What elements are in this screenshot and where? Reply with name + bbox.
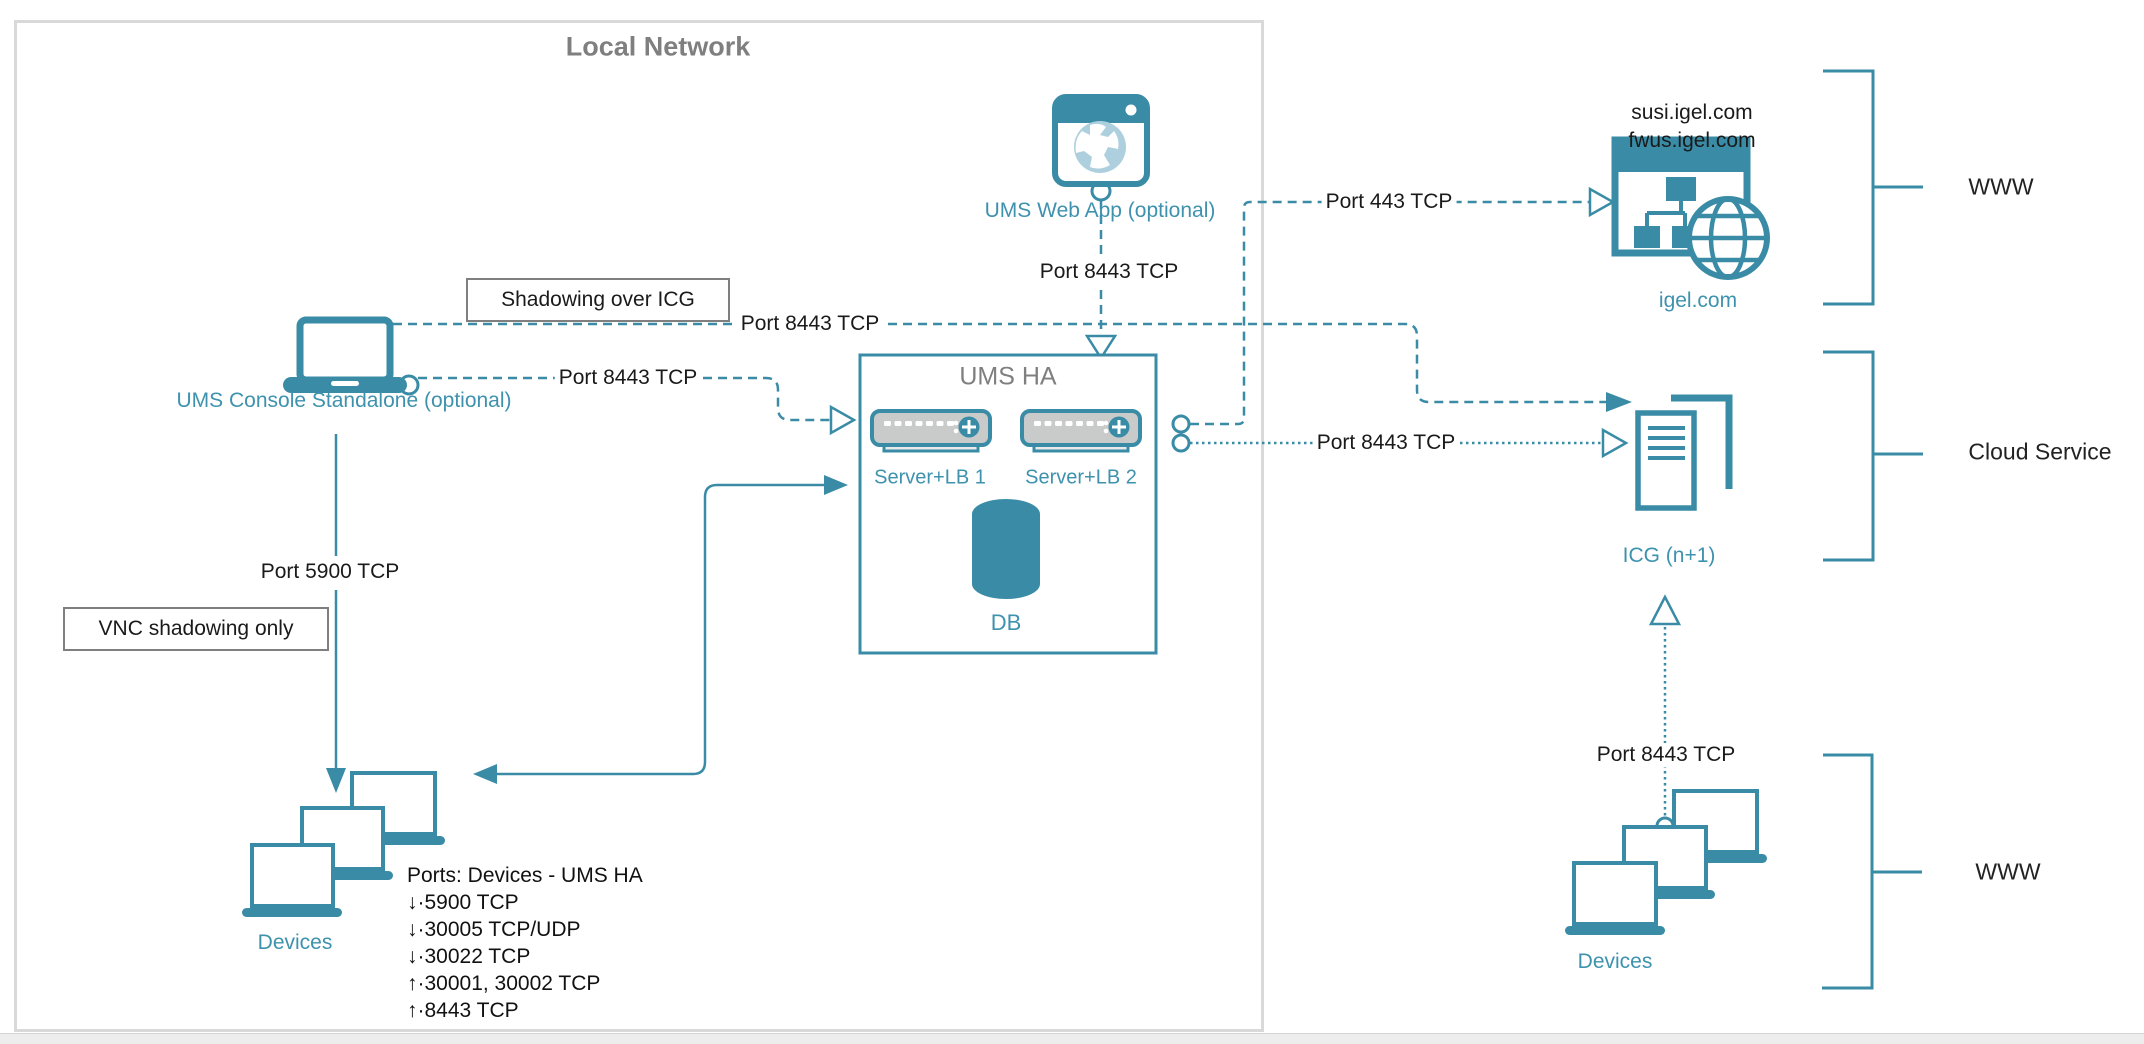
- arrow-filled-right-icg-icon: [1606, 392, 1632, 412]
- db-label: DB: [990, 610, 1022, 635]
- ports-list-item: ↓·30005 TCP/UDP: [407, 918, 581, 941]
- port-console-icg: Port 8443 TCP: [736, 312, 884, 336]
- port-icg-devices: Port 8443 TCP: [1592, 743, 1740, 767]
- line-devices-to-ums: [480, 483, 824, 776]
- port-webapp-ums: Port 8443 TCP: [1035, 260, 1183, 284]
- arrow-open-right-icg2-icon: [1601, 427, 1629, 459]
- connector-ums-1: [1171, 414, 1191, 434]
- shadowing-over-icg-box: Shadowing over ICG: [466, 278, 730, 322]
- line-ums-to-igel: [1190, 200, 1589, 426]
- ports-list-title: Ports: Devices - UMS HA: [407, 864, 643, 887]
- devices-right-label: Devices: [1577, 950, 1653, 973]
- devices-cluster-left-icon: [242, 771, 445, 917]
- devices-cluster-right-icon: [1565, 789, 1767, 935]
- server-lb2-label: Server+LB 2: [1025, 466, 1137, 489]
- server-lb1-label: Server+LB 1: [874, 466, 986, 489]
- arrow-filled-down-devices-icon: [326, 768, 346, 793]
- ports-list-item: ↑·30001, 30002 TCP: [407, 972, 601, 995]
- port-ums-igel: Port 443 TCP: [1321, 190, 1457, 214]
- line-console-to-icg: [393, 322, 1606, 404]
- icg-label: ICG (n+1): [1622, 544, 1716, 567]
- database-icon: [972, 499, 1040, 599]
- arrowheads: [326, 186, 1682, 793]
- arrow-open-right-igel-icon: [1588, 186, 1616, 218]
- server-lb1-icon: [870, 409, 992, 453]
- group-brackets: [1822, 69, 1923, 990]
- local-network-title: Local Network: [565, 31, 751, 62]
- ports-list-item: ↑·8443 TCP: [407, 999, 519, 1022]
- www-bottom-label: WWW: [1975, 858, 2041, 885]
- connector-ums-2: [1171, 433, 1191, 453]
- vnc-shadowing-label: VNC shadowing only: [98, 617, 294, 640]
- igel-website-icon: [1611, 136, 1770, 280]
- local-network-boundary: [14, 20, 1264, 1032]
- webapp-label: UMS Web App (optional): [984, 199, 1216, 222]
- ports-list-item: ↓·5900 TCP: [407, 891, 519, 914]
- port-console-devices: Port 5900 TCP: [256, 560, 404, 584]
- page-bottom-strip: [0, 1033, 2144, 1044]
- arrow-open-right-ums-icon: [829, 404, 857, 436]
- devices-ums-ports-list: Ports: Devices - UMS HA ↓·5900 TCP ↓·300…: [407, 862, 643, 1024]
- port-console-ums: Port 8443 TCP: [554, 366, 702, 390]
- console-laptop-icon: [283, 316, 407, 393]
- arrow-filled-left-devices-icon: [473, 764, 497, 784]
- webapp-browser-icon: [1052, 94, 1150, 187]
- globe-wireframe-icon: [1686, 196, 1770, 280]
- globe-icon: [1074, 121, 1126, 173]
- line-console-to-ums: [418, 376, 830, 422]
- shadowing-over-icg-label: Shadowing over ICG: [501, 288, 695, 311]
- console-label: UMS Console Standalone (optional): [176, 389, 512, 412]
- igel-domain1: susi.igel.com: [1631, 101, 1753, 124]
- icg-server-icon: [1635, 394, 1733, 511]
- www-top-label: WWW: [1968, 173, 2034, 200]
- sitemap-icon: [1634, 177, 1698, 248]
- igel-label: igel.com: [1658, 289, 1738, 312]
- ports-list-item: ↓·30022 TCP: [407, 945, 531, 968]
- ums-ha-title: UMS HA: [959, 362, 1057, 391]
- port-ums-icg: Port 8443 TCP: [1312, 431, 1460, 455]
- arrow-open-down-webapp-icon: [1084, 334, 1118, 361]
- vnc-shadowing-box: VNC shadowing only: [63, 607, 329, 651]
- cloud-service-label: Cloud Service: [1968, 438, 2112, 465]
- devices-left-label: Devices: [257, 931, 333, 954]
- igel-domain2: fwus.igel.com: [1628, 129, 1756, 152]
- arrow-filled-right-umsha-icon: [824, 475, 848, 495]
- bracket-cloud-service: [1823, 350, 1923, 562]
- server-lb2-icon: [1020, 409, 1142, 453]
- bracket-www-bottom: [1822, 753, 1922, 990]
- bracket-www-top: [1823, 69, 1923, 306]
- arrow-open-up-icg-icon: [1648, 594, 1682, 626]
